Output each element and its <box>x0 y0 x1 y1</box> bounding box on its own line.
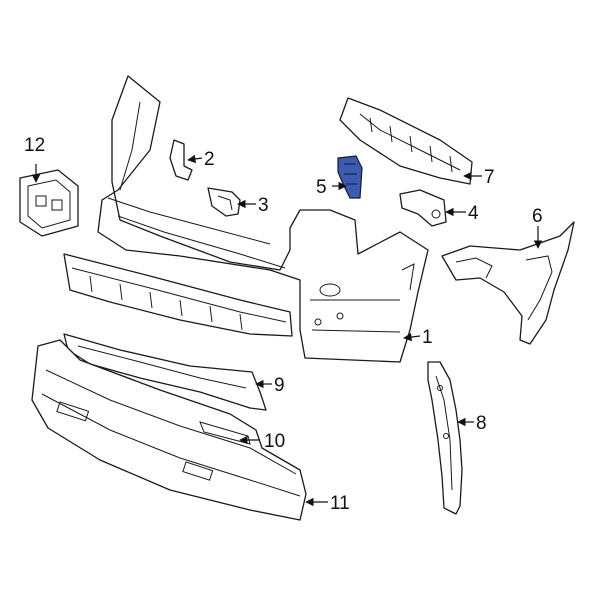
part-11-lower-valance[interactable] <box>31 339 307 521</box>
callout-12: 12 <box>24 135 45 156</box>
callout-2: 2 <box>204 149 215 170</box>
part-3-bracket[interactable] <box>207 187 241 217</box>
part-1-bumper-cover[interactable] <box>97 75 429 363</box>
callout-4: 4 <box>468 203 479 224</box>
part-2-bracket[interactable] <box>169 139 193 181</box>
callout-7: 7 <box>484 167 495 188</box>
part-12-license-bracket[interactable] <box>19 169 79 237</box>
part-5-highlighted-bracket[interactable] <box>337 155 363 199</box>
callout-6: 6 <box>532 206 543 227</box>
callout-1: 1 <box>422 327 433 348</box>
callout-5: 5 <box>316 177 327 198</box>
callout-11: 11 <box>330 493 350 514</box>
callout-leaders <box>31 154 543 507</box>
part-6-side-guide[interactable] <box>441 221 575 345</box>
part-4-side-bracket[interactable] <box>399 189 447 227</box>
callout-9: 9 <box>274 375 285 396</box>
callout-labels: 12 2 3 5 7 4 6 1 8 9 10 11 <box>24 135 543 514</box>
part-8-side-strip[interactable] <box>427 361 463 515</box>
callout-3: 3 <box>258 195 269 216</box>
part-9-lower-retainer[interactable] <box>63 253 293 411</box>
callout-8: 8 <box>476 413 487 434</box>
callout-10: 10 <box>264 431 285 452</box>
part-7-upper-support[interactable] <box>339 97 473 185</box>
